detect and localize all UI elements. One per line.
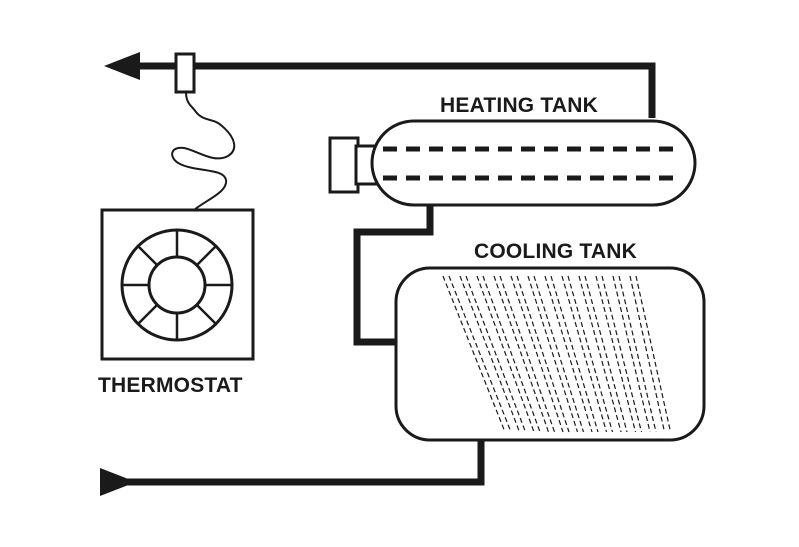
inlet-pipe: [100, 440, 485, 496]
heating-tank-label: HEATING TANK: [440, 94, 598, 117]
coil-line: [612, 275, 651, 433]
coil-line: [550, 275, 599, 433]
connecting-pipe: [353, 205, 434, 346]
coil-line: [482, 275, 541, 433]
sensor-cable: [171, 91, 236, 211]
heating-element-cap: [328, 136, 360, 194]
coil-line: [584, 275, 628, 433]
temperature-sensor: [174, 52, 196, 94]
cooling-tank-label: COOLING TANK: [474, 240, 637, 263]
coil-line: [493, 275, 550, 433]
coil-line: [544, 275, 593, 433]
coil-line: [561, 275, 608, 433]
thermostat: [100, 208, 255, 361]
coil-line: [567, 275, 614, 433]
coil-line: [510, 275, 564, 433]
coil-line: [516, 275, 570, 433]
coil-line: [476, 275, 535, 433]
coil-line: [618, 275, 657, 433]
coil-line: [448, 275, 512, 433]
heating-tank: [328, 119, 697, 207]
coil-line: [533, 275, 585, 433]
thermostat-dial-spokes: [122, 230, 232, 340]
coil-line: [601, 275, 643, 433]
coil-line: [595, 275, 637, 433]
coil-line: [635, 275, 672, 433]
outlet-arrow-icon: [104, 52, 140, 80]
coil-line: [459, 275, 521, 433]
inlet-arrow-icon: [100, 468, 136, 496]
cooling-tank: [394, 266, 706, 442]
coil-line: [527, 275, 579, 433]
coil-line: [499, 275, 556, 433]
heating-tank-body: [370, 119, 697, 207]
thermostat-label: THERMOSTAT: [98, 374, 243, 397]
cooling-coil: [442, 275, 672, 433]
coil-line: [578, 275, 622, 433]
outlet-pipe: [104, 52, 656, 118]
coil-line: [442, 275, 506, 433]
coil-line: [629, 275, 666, 433]
coil-line: [465, 275, 527, 433]
